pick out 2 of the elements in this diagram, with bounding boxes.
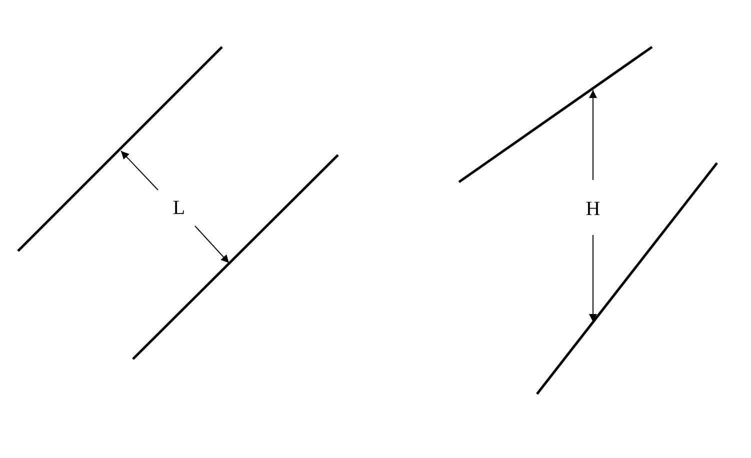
dimension-label: H [586,199,600,219]
dimension-label: L [172,198,186,218]
